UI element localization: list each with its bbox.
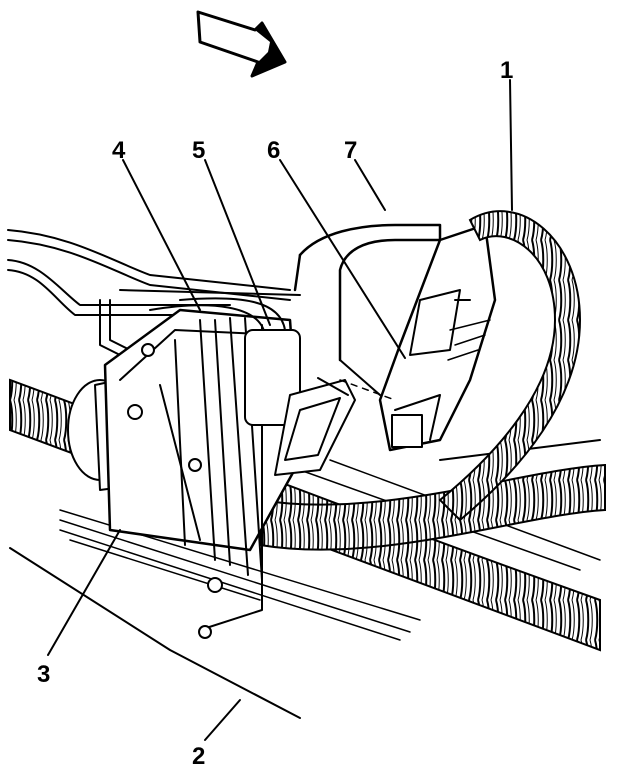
forward-arrow-icon — [196, 10, 287, 78]
connector-harness-loop — [438, 210, 582, 522]
leader-3 — [47, 529, 121, 656]
leader-5 — [204, 159, 271, 326]
connector-bracket — [293, 223, 442, 396]
callout-6: 6 — [267, 137, 280, 164]
harness-connector — [339, 223, 497, 452]
leader-2 — [204, 699, 241, 741]
leader-7 — [354, 159, 386, 211]
leader-6 — [279, 159, 406, 359]
brake-lines — [7, 229, 301, 356]
callout-5: 5 — [192, 137, 205, 164]
leader-1 — [509, 79, 513, 211]
ebcm-connector-socket — [274, 377, 356, 476]
callout-1: 1 — [500, 57, 513, 84]
leader-lines — [47, 79, 513, 741]
callout-2: 2 — [192, 743, 205, 770]
callout-3: 3 — [37, 661, 50, 688]
callout-4: 4 — [112, 137, 126, 164]
leader-4 — [122, 159, 201, 311]
callout-7: 7 — [344, 137, 357, 164]
front-wiring-harness — [259, 463, 606, 551]
ebcm-valve-body — [103, 297, 302, 639]
